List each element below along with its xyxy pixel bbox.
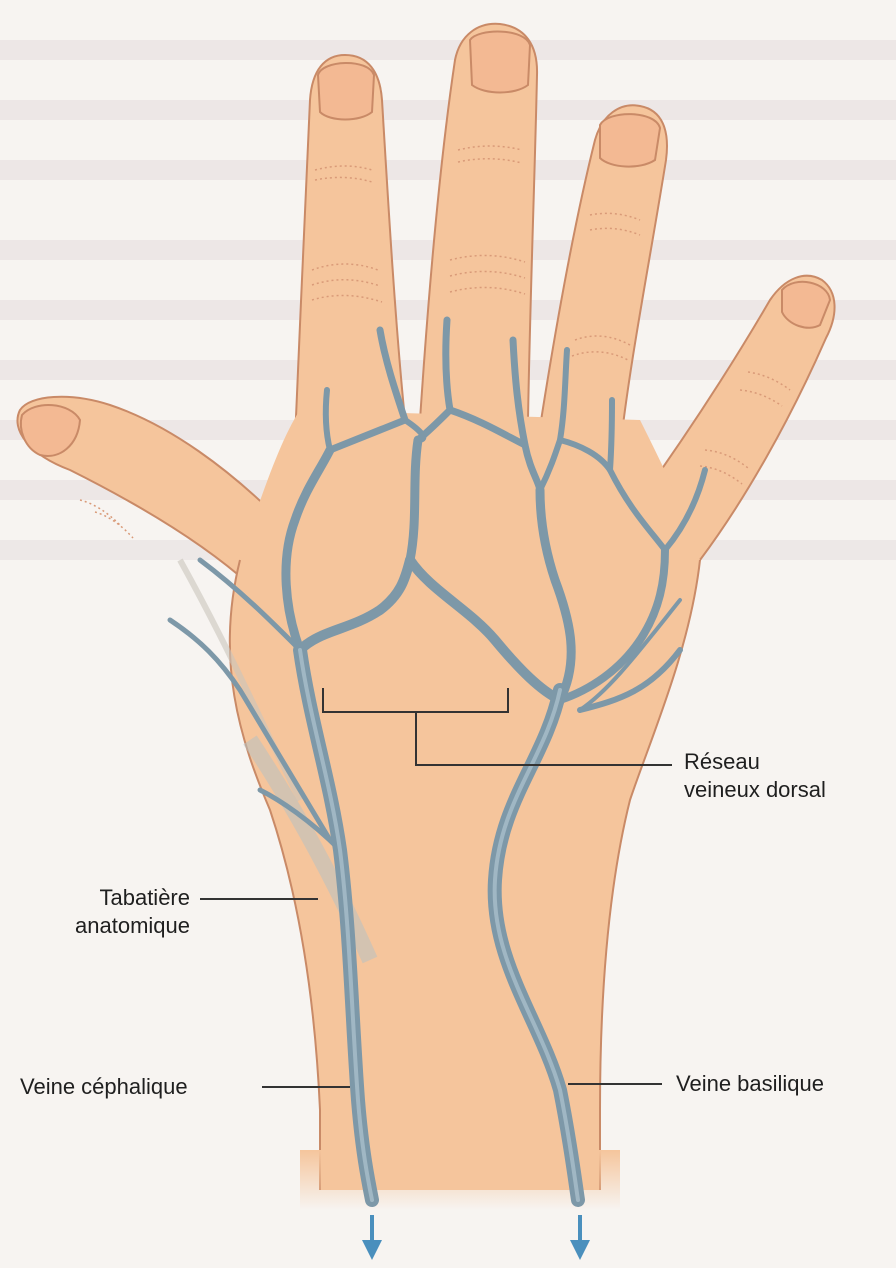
label-reseau-line2: veineux dorsal <box>684 776 826 804</box>
label-veine-cephalique: Veine céphalique <box>20 1073 188 1101</box>
middle-nail <box>470 32 530 93</box>
label-tabatiere-anatomique: Tabatière anatomique <box>30 884 190 940</box>
label-tabatiere-line2: anatomique <box>30 912 190 940</box>
hand-illustration <box>17 24 834 1210</box>
arrow-down-icon <box>362 1215 382 1260</box>
label-reseau-veineux-dorsal: Réseau veineux dorsal <box>684 748 826 804</box>
label-tabatiere-line1: Tabatière <box>30 884 190 912</box>
arrow-down-icon <box>570 1215 590 1260</box>
label-veine-basilique: Veine basilique <box>676 1070 824 1098</box>
index-nail <box>318 63 374 120</box>
label-reseau-line1: Réseau <box>684 748 826 776</box>
ring-nail <box>600 114 660 166</box>
flow-arrows <box>362 1215 590 1260</box>
